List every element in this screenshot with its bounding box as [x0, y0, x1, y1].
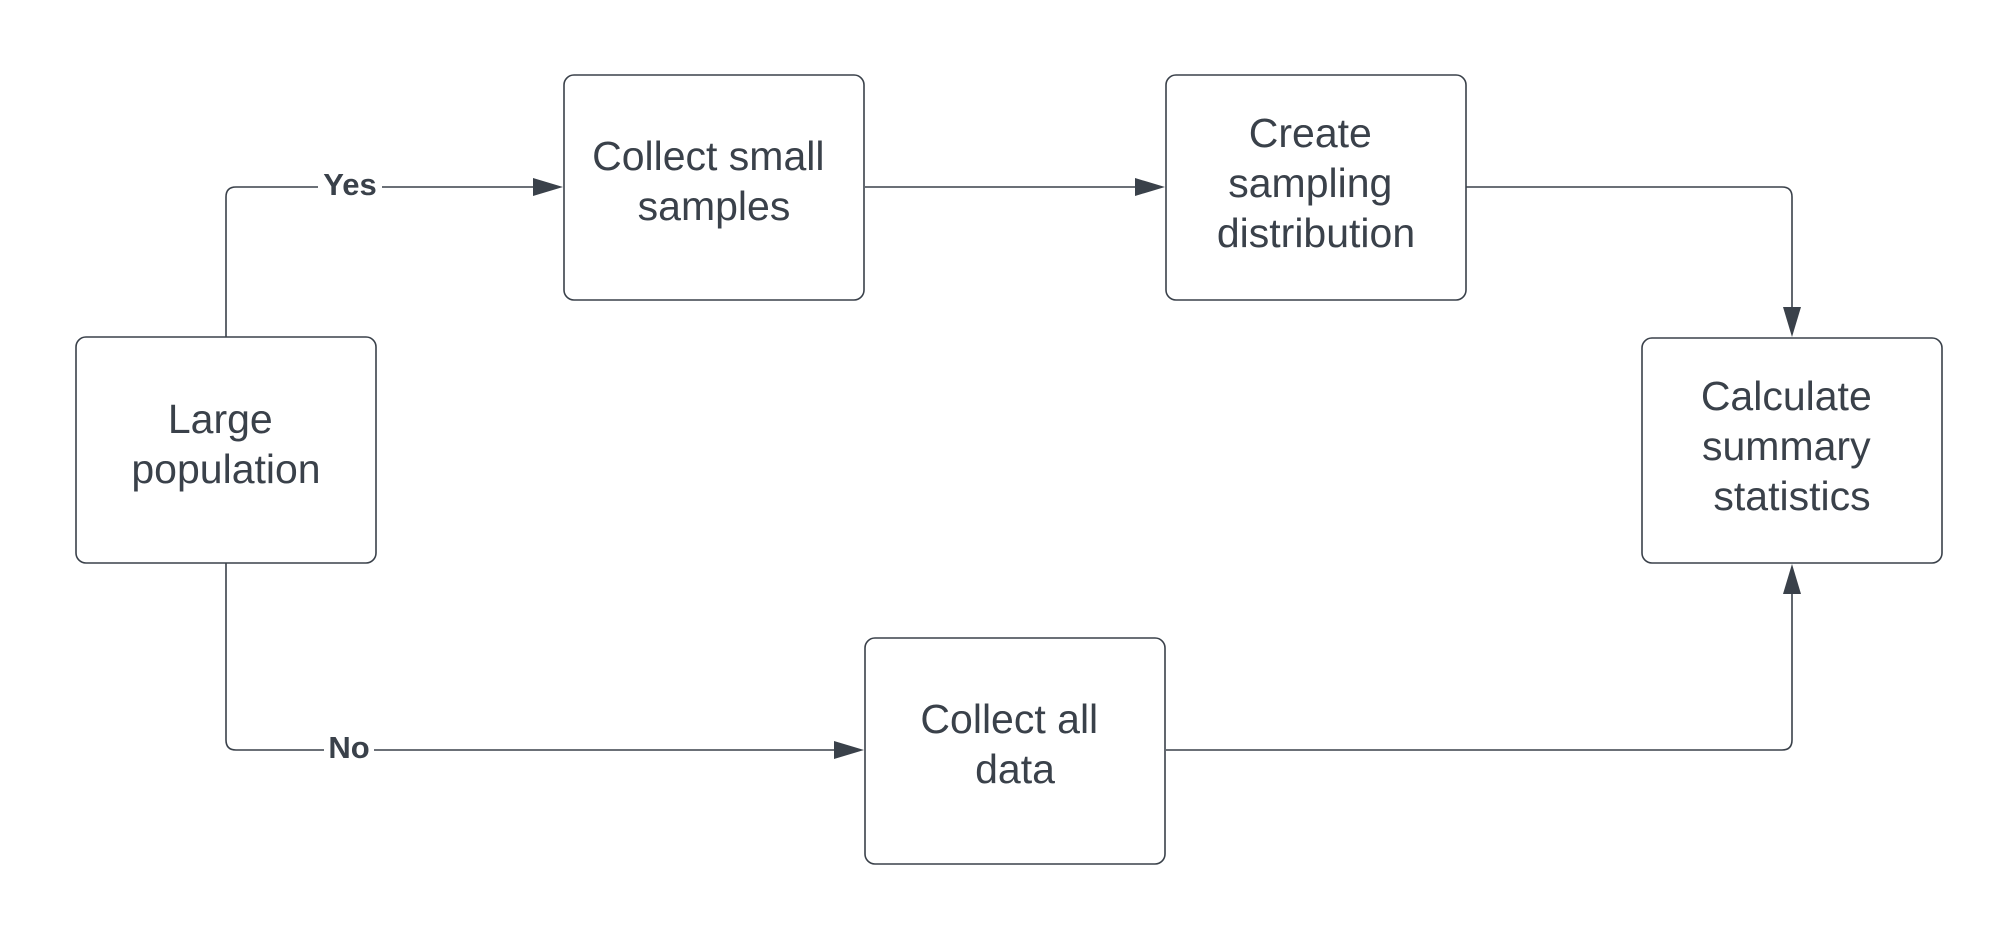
node-collect-all-data-line-2: data: [975, 746, 1055, 792]
node-calculate-summary-statistics-label: Calculate summary statistics: [1701, 373, 1883, 519]
edge-label-no: No: [328, 730, 369, 765]
node-large-population-box: [75, 336, 377, 564]
edge-all-data-to-statistics: [1166, 587, 1793, 751]
arrowhead-into-collect-all-data: [834, 741, 864, 759]
node-collect-all-data-line-1: Collect all: [920, 696, 1098, 742]
arrowhead-into-calculate-summary-statistics-bottom: [1783, 564, 1801, 594]
node-create-sampling-distribution-line-3: distribution: [1217, 210, 1415, 256]
node-create-sampling-distribution-box: [1165, 74, 1467, 301]
node-calculate-summary-statistics-line-2: summary: [1702, 423, 1871, 469]
edge-label-yes: Yes: [323, 167, 376, 202]
node-collect-small-samples-label: Collect small samples: [592, 133, 836, 229]
node-collect-all-data: Collect all data: [864, 637, 1166, 865]
arrowhead-into-collect-small-samples: [533, 178, 563, 196]
node-create-sampling-distribution-label: Create sampling distribution: [1217, 110, 1415, 256]
node-large-population-line-2: population: [131, 446, 320, 492]
node-calculate-summary-statistics: Calculate summary statistics: [1641, 337, 1943, 564]
edge-no-to-collect-all-data: [225, 563, 840, 751]
node-collect-small-samples: Collect small samples: [563, 74, 865, 301]
node-calculate-summary-statistics-box: [1641, 337, 1943, 564]
yes-label-background: [318, 166, 382, 202]
edge-distribution-to-statistics: [1465, 186, 1793, 313]
node-create-sampling-distribution: Create sampling distribution: [1165, 74, 1467, 301]
node-calculate-summary-statistics-line-3: statistics: [1713, 473, 1870, 519]
node-collect-small-samples-line-1: Collect small: [592, 133, 824, 179]
node-create-sampling-distribution-line-2: sampling: [1228, 160, 1392, 206]
node-large-population: Large population: [75, 336, 377, 564]
node-large-population-line-1: Large: [168, 396, 273, 442]
node-large-population-label: Large population: [131, 396, 320, 492]
no-label-background: [324, 729, 374, 765]
node-collect-small-samples-line-2: samples: [638, 183, 791, 229]
node-collect-small-samples-box: [563, 74, 865, 301]
edge-yes-to-collect-small-samples: [225, 186, 540, 337]
node-collect-all-data-label: Collect all data: [920, 696, 1109, 792]
arrowhead-into-calculate-summary-statistics-top: [1783, 307, 1801, 337]
node-collect-all-data-box: [864, 637, 1166, 865]
node-create-sampling-distribution-line-1: Create: [1249, 110, 1372, 156]
arrowhead-into-create-sampling-distribution: [1135, 178, 1165, 196]
node-calculate-summary-statistics-line-1: Calculate: [1701, 373, 1872, 419]
